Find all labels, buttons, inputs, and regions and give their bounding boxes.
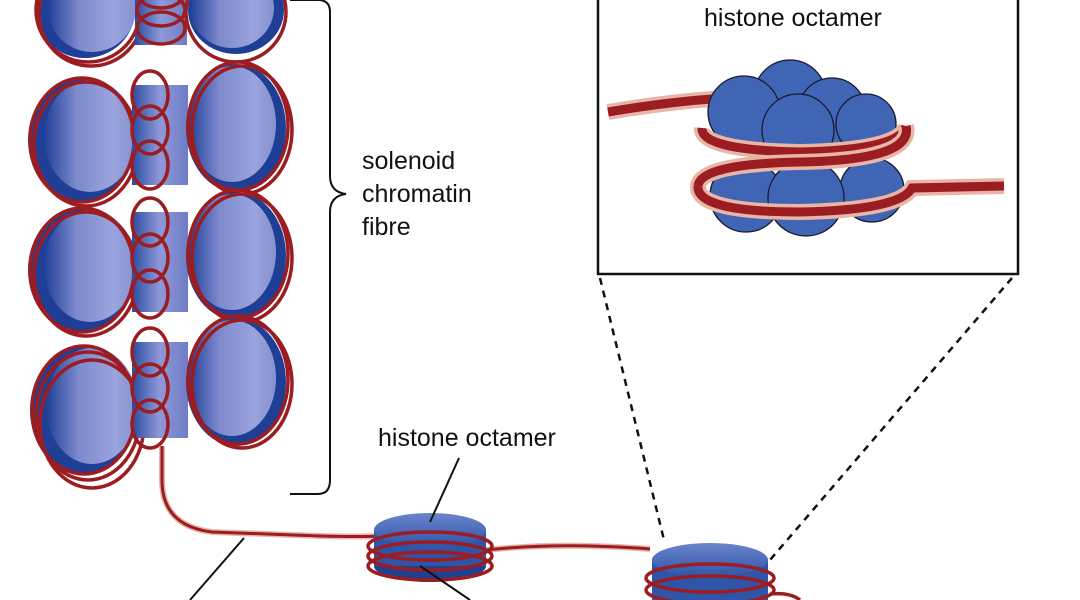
solenoid-row-1 bbox=[34, 0, 288, 68]
nucleosome-label: histone octamer bbox=[378, 424, 556, 452]
solenoid-label-line-3: fibre bbox=[362, 213, 411, 241]
inset-title: histone octamer bbox=[704, 4, 882, 32]
histone-octamer-pointer bbox=[429, 457, 460, 523]
dna-pointer bbox=[419, 565, 471, 600]
zoom-line-left bbox=[598, 277, 666, 541]
solenoid-row-2 bbox=[28, 60, 294, 208]
solenoid-label-line-1: solenoid bbox=[362, 147, 456, 175]
solenoid-row-4 bbox=[30, 314, 294, 490]
nucleosome-2 bbox=[644, 543, 802, 600]
inset-histone-octamer bbox=[606, 59, 1005, 237]
solenoid-label-line-2: chromatin bbox=[362, 180, 472, 208]
solenoid-fibre bbox=[28, 0, 294, 490]
solenoid-row-3 bbox=[28, 188, 294, 338]
nucleosome-1 bbox=[366, 513, 494, 582]
linker-dna bbox=[159, 446, 651, 553]
solenoid-bracket bbox=[290, 0, 347, 495]
zoom-line-right bbox=[769, 277, 1013, 561]
linker-pointer bbox=[189, 537, 245, 600]
